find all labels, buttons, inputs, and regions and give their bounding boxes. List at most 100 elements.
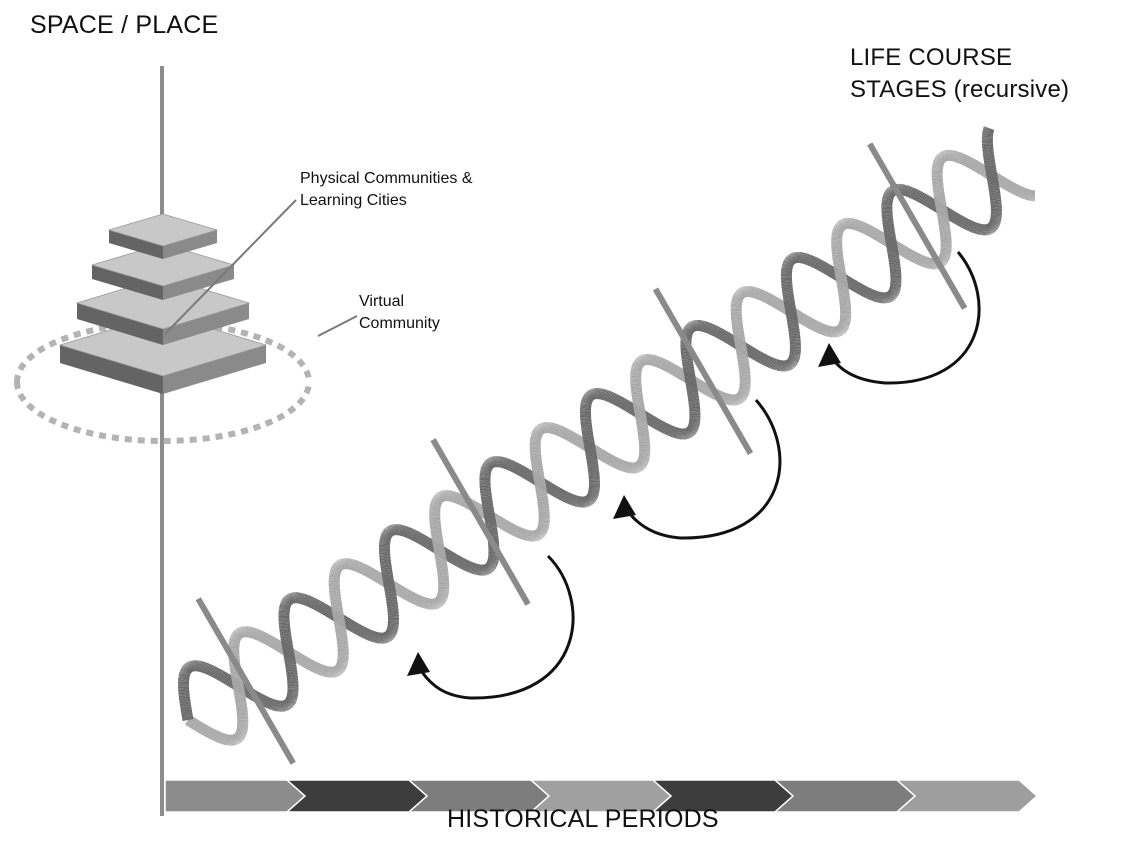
helix-strand-segment [334,562,343,571]
helix-strand-segment [949,211,957,222]
physical-communities-label-line2: Learning Cities [300,192,407,209]
helix-strand-segment [814,258,822,270]
helix-strand-segment [961,154,968,166]
helix-strand-segment [212,730,219,741]
helix-strand-segment [1009,182,1017,194]
helix-strand-segment [778,301,786,312]
helix-strand-segment [511,461,518,473]
helix-strand-segment [635,358,644,367]
helix-strand-segment [193,720,202,731]
helix-strand-segment [811,256,818,268]
helix-strand-segment [623,400,631,412]
helix-strand-segment [757,289,764,301]
helix-strand-segment [915,191,923,202]
helix-strand-segment [474,503,482,515]
helix-strand-segment [409,529,416,540]
helix-strand-segment [451,554,459,565]
helix-strand-segment [925,196,933,207]
helix-strand-segment [848,279,857,290]
helix-strand-segment [736,393,745,402]
helix-strand-segment [311,598,319,610]
helix-strand-segment [879,233,887,244]
helix-strand-segment [258,694,265,705]
helix-strand-segment [208,728,215,739]
helix-strand-segment [755,351,763,362]
helix-strand-segment [435,597,444,606]
helix-strand-segment [314,663,321,674]
helix-strand-segment [277,642,285,653]
helix-strand-segment [522,468,530,479]
helix-strand-segment [658,421,666,432]
helix-strand-segment [869,227,877,238]
helix-strand-segment [973,161,981,172]
helix-strand-segment [394,584,402,595]
recursion-arrow-head [407,652,430,676]
helix-strand-segment [509,461,516,472]
helix-strand-segment [206,664,213,675]
helix-strand-segment [897,244,905,255]
helix-strand-segment [360,563,367,575]
helix-strand-segment [626,402,634,413]
helix-strand-segment [458,494,465,506]
helix-strand-segment [952,213,960,224]
helix-strand-segment [560,427,568,439]
helix-strand-segment [746,346,754,357]
helix-strand-segment [462,559,469,571]
helix-strand-segment [895,243,903,254]
helix-strand-segment [411,530,418,541]
helix-strand-segment [414,531,421,543]
helix-strand-segment [711,325,718,336]
virtual-community-ring-back [14,320,312,383]
helix-strand-segment [546,482,554,494]
helix-strand-segment [846,277,854,289]
helix-strand-segment [256,693,264,704]
helix-strand-segment [614,395,621,406]
helix-strand-segment [644,413,652,424]
helix-strand-segment [797,312,805,324]
pyramid-tier-left-face [60,345,163,394]
virtual-community-ring-front [14,381,312,444]
helix-strand-segment [524,469,532,480]
helix-strand-segment [962,155,970,166]
helix-strand-segment [192,719,200,731]
historical-periods-band [164,779,1039,813]
helix-strand-segment [516,464,523,476]
historical-period-chevron [895,779,1039,813]
helix-strand-segment [568,431,576,443]
helix-strand-segment [713,326,721,338]
helix-strand-segment [302,657,309,668]
helix-strand-segment [862,223,869,234]
helix-strand-segment [369,569,377,580]
helix-strand-segment [508,523,515,534]
helix-strand-segment [550,485,558,496]
label-leader-lines [164,199,358,337]
helix-strand-segment [865,288,872,299]
helix-strand-segment [360,627,367,638]
helix-strand-segment [767,357,774,368]
helix-strand-segment [916,254,923,266]
helix-strand-segment [910,251,917,262]
helix-strand-segment [294,652,302,664]
helix-strand-segment [543,481,551,492]
recursion-arrow-head [613,495,636,519]
helix-strand-segment [188,717,196,728]
helix-strand-segment [861,286,869,297]
helix-strand-segment [613,394,620,406]
helix-strand-segment [604,453,612,464]
helix-strand-segment [202,725,210,736]
helix-strand-segment [813,321,820,332]
helix-strand-segment [844,276,852,288]
helix-strand-segment [863,223,870,235]
helix-strand-segment [358,562,364,574]
helix-strand-segment [721,331,729,342]
helix-strand-segment [763,355,770,367]
helix-strand-segment [708,323,714,335]
virtual-community-label-line2: Community [359,315,440,332]
helix-strand-segment [215,731,221,743]
helix-strand-segment [613,457,620,469]
helix-strand-segment [910,188,917,199]
helix-strand-segment [948,210,956,222]
helix-strand-segment [233,630,243,639]
pyramid-tier-top-face [90,243,236,287]
helix-strand-segment [645,414,653,425]
